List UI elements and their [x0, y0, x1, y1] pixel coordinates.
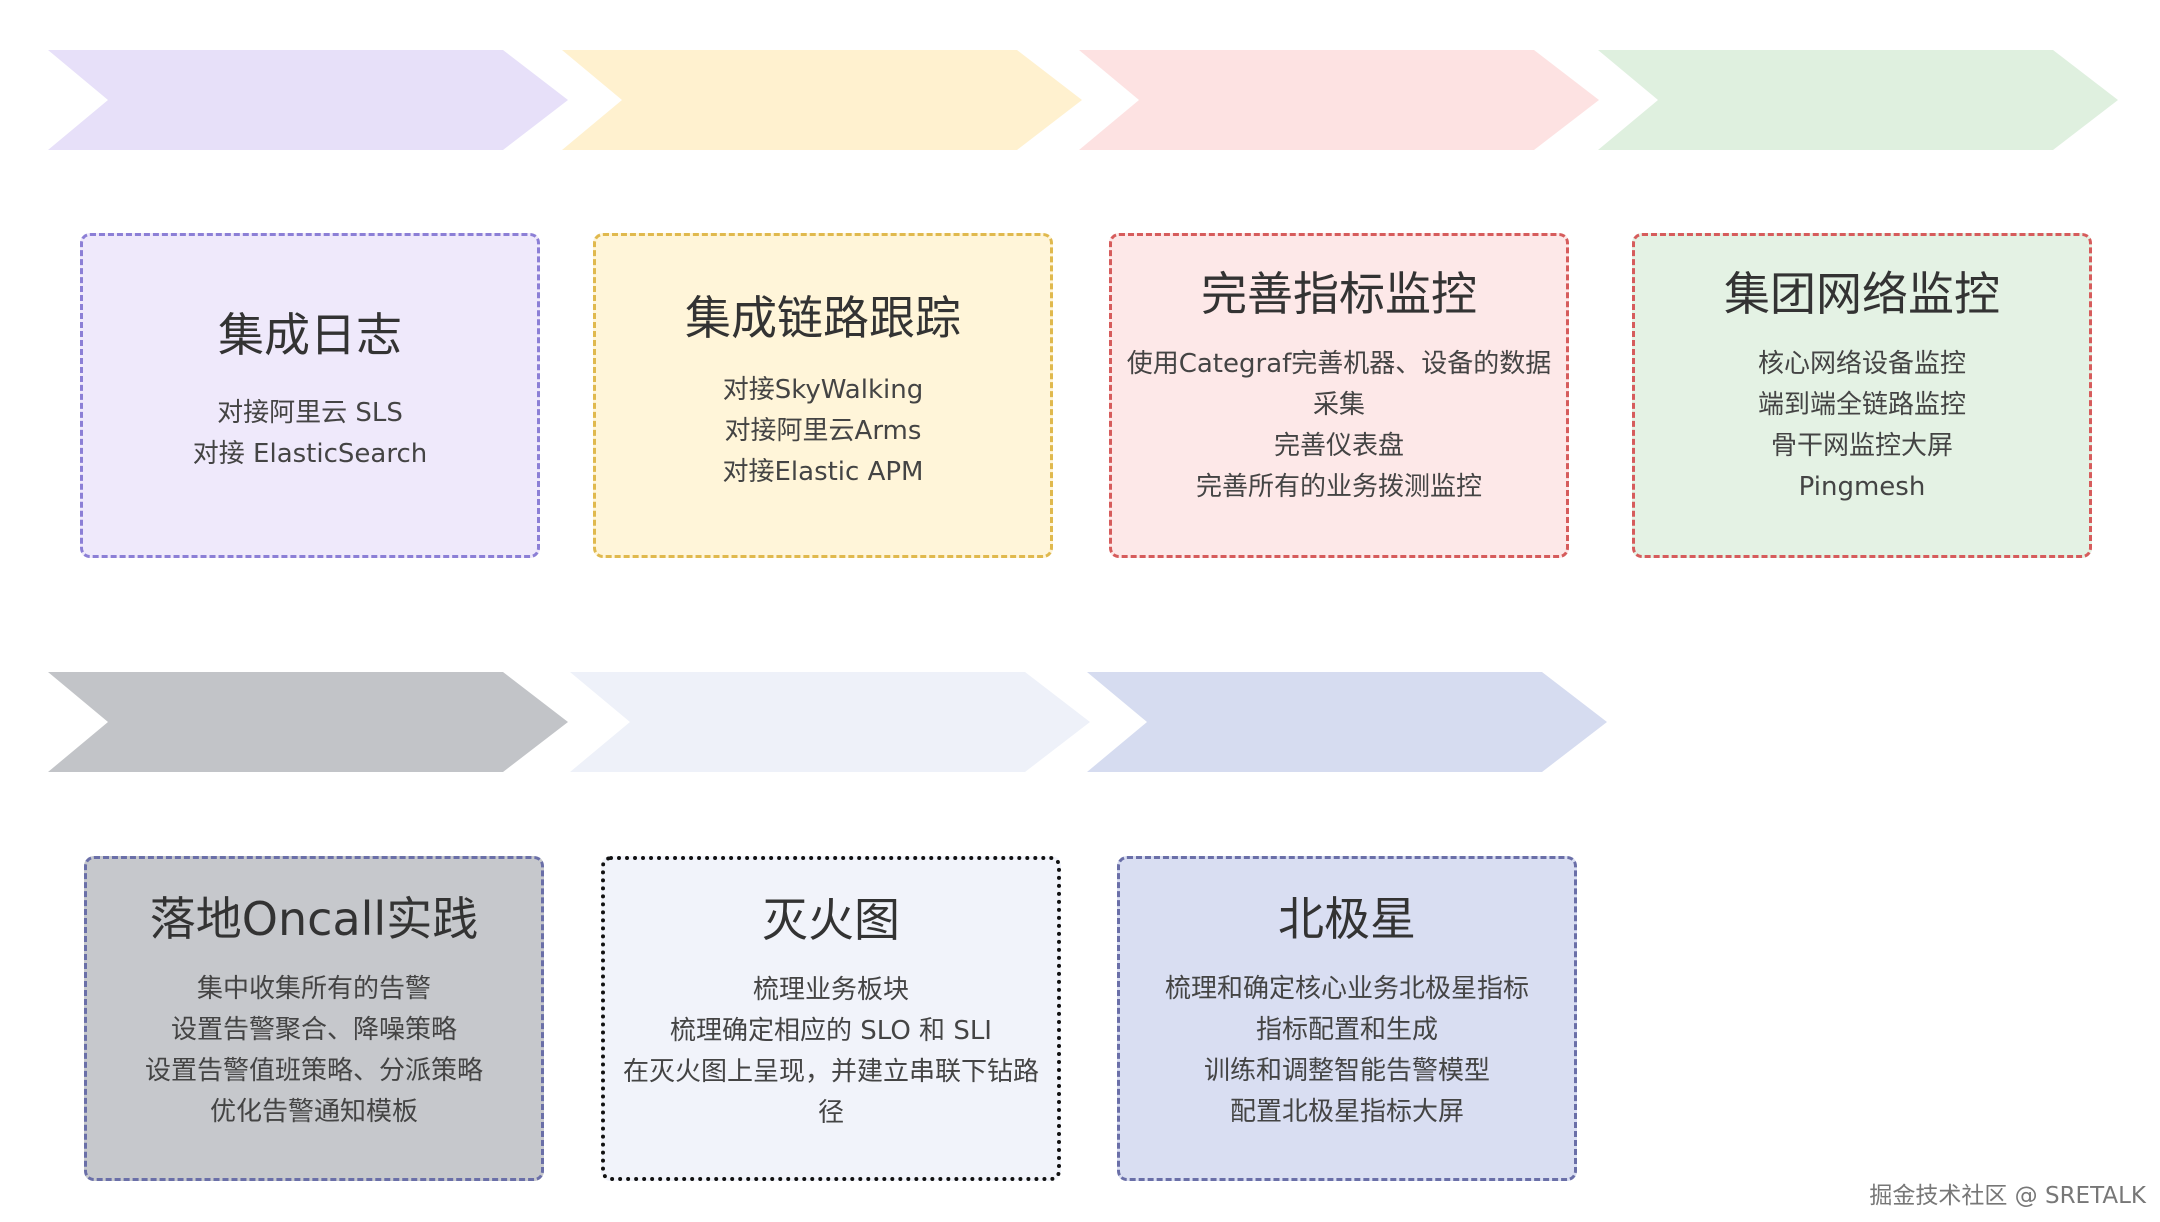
stage-arrow-tracing	[562, 50, 1082, 150]
card-line: 梳理确定相应的 SLO 和 SLI	[670, 1016, 992, 1047]
watermark: 掘金技术社区 @ SRETALK	[1869, 1183, 2146, 1209]
card-line: 完善所有的业务拨测监控	[1195, 472, 1482, 503]
card-line: 对接阿里云Arms	[724, 416, 922, 447]
card-fire-map: 灭火图 梳理业务板块 梳理确定相应的 SLO 和 SLI 在灭火图上呈现，并建立…	[601, 856, 1061, 1181]
stage-arrow-metrics	[1079, 50, 1599, 150]
stage-arrow-firemap	[570, 672, 1090, 772]
card-title: 灭火图	[762, 893, 900, 947]
card-line: 使用Categraf完善机器、设备的数据采集	[1126, 349, 1552, 421]
card-line: 梳理和确定核心业务北极星指标	[1164, 974, 1529, 1005]
card-title: 完善指标监控	[1201, 267, 1477, 321]
stage-arrow-oncall	[48, 672, 568, 772]
card-line: 对接Elastic APM	[722, 457, 924, 488]
card-title: 落地Oncall实践	[149, 892, 479, 946]
card-line: 设置告警值班策略、分派策略	[144, 1056, 483, 1087]
stage-arrow-network	[1598, 50, 2118, 150]
card-line: 设置告警聚合、降噪策略	[170, 1015, 457, 1046]
card-line: Pingmesh	[1798, 472, 1926, 503]
stage-arrow-northstar	[1087, 672, 1607, 772]
card-network-monitoring: 集团网络监控 核心网络设备监控 端到端全链路监控 骨干网监控大屏 Pingmes…	[1632, 233, 2092, 558]
card-improve-metrics: 完善指标监控 使用Categraf完善机器、设备的数据采集 完善仪表盘 完善所有…	[1109, 233, 1569, 558]
card-title: 集成链路跟踪	[685, 291, 961, 345]
card-line: 集中收集所有的告警	[196, 974, 431, 1005]
card-integrate-tracing: 集成链路跟踪 对接SkyWalking 对接阿里云Arms 对接Elastic …	[593, 233, 1053, 558]
card-title: 集成日志	[218, 308, 402, 362]
card-line: 完善仪表盘	[1273, 431, 1404, 462]
card-line: 端到端全链路监控	[1757, 390, 1966, 421]
card-line: 配置北极星指标大屏	[1229, 1097, 1464, 1128]
card-line: 优化告警通知模板	[209, 1097, 418, 1128]
card-oncall-practice: 落地Oncall实践 集中收集所有的告警 设置告警聚合、降噪策略 设置告警值班策…	[84, 856, 544, 1181]
card-line: 对接阿里云 SLS	[217, 398, 403, 429]
card-line: 训练和调整智能告警模型	[1203, 1056, 1490, 1087]
card-title: 集团网络监控	[1724, 267, 2000, 321]
card-integrate-logs: 集成日志 对接阿里云 SLS 对接 ElasticSearch	[80, 233, 540, 558]
card-line: 指标配置和生成	[1255, 1015, 1438, 1046]
card-line: 梳理业务板块	[752, 975, 909, 1006]
stage-arrow-logs	[48, 50, 568, 150]
card-line: 对接SkyWalking	[722, 375, 924, 406]
card-line: 核心网络设备监控	[1757, 349, 1966, 380]
card-title: 北极星	[1278, 892, 1416, 946]
card-line: 在灭火图上呈现，并建立串联下钻路径	[622, 1057, 1039, 1129]
card-line: 对接 ElasticSearch	[192, 439, 428, 470]
card-line: 骨干网监控大屏	[1770, 431, 1953, 462]
card-north-star: 北极星 梳理和确定核心业务北极星指标 指标配置和生成 训练和调整智能告警模型 配…	[1117, 856, 1577, 1181]
